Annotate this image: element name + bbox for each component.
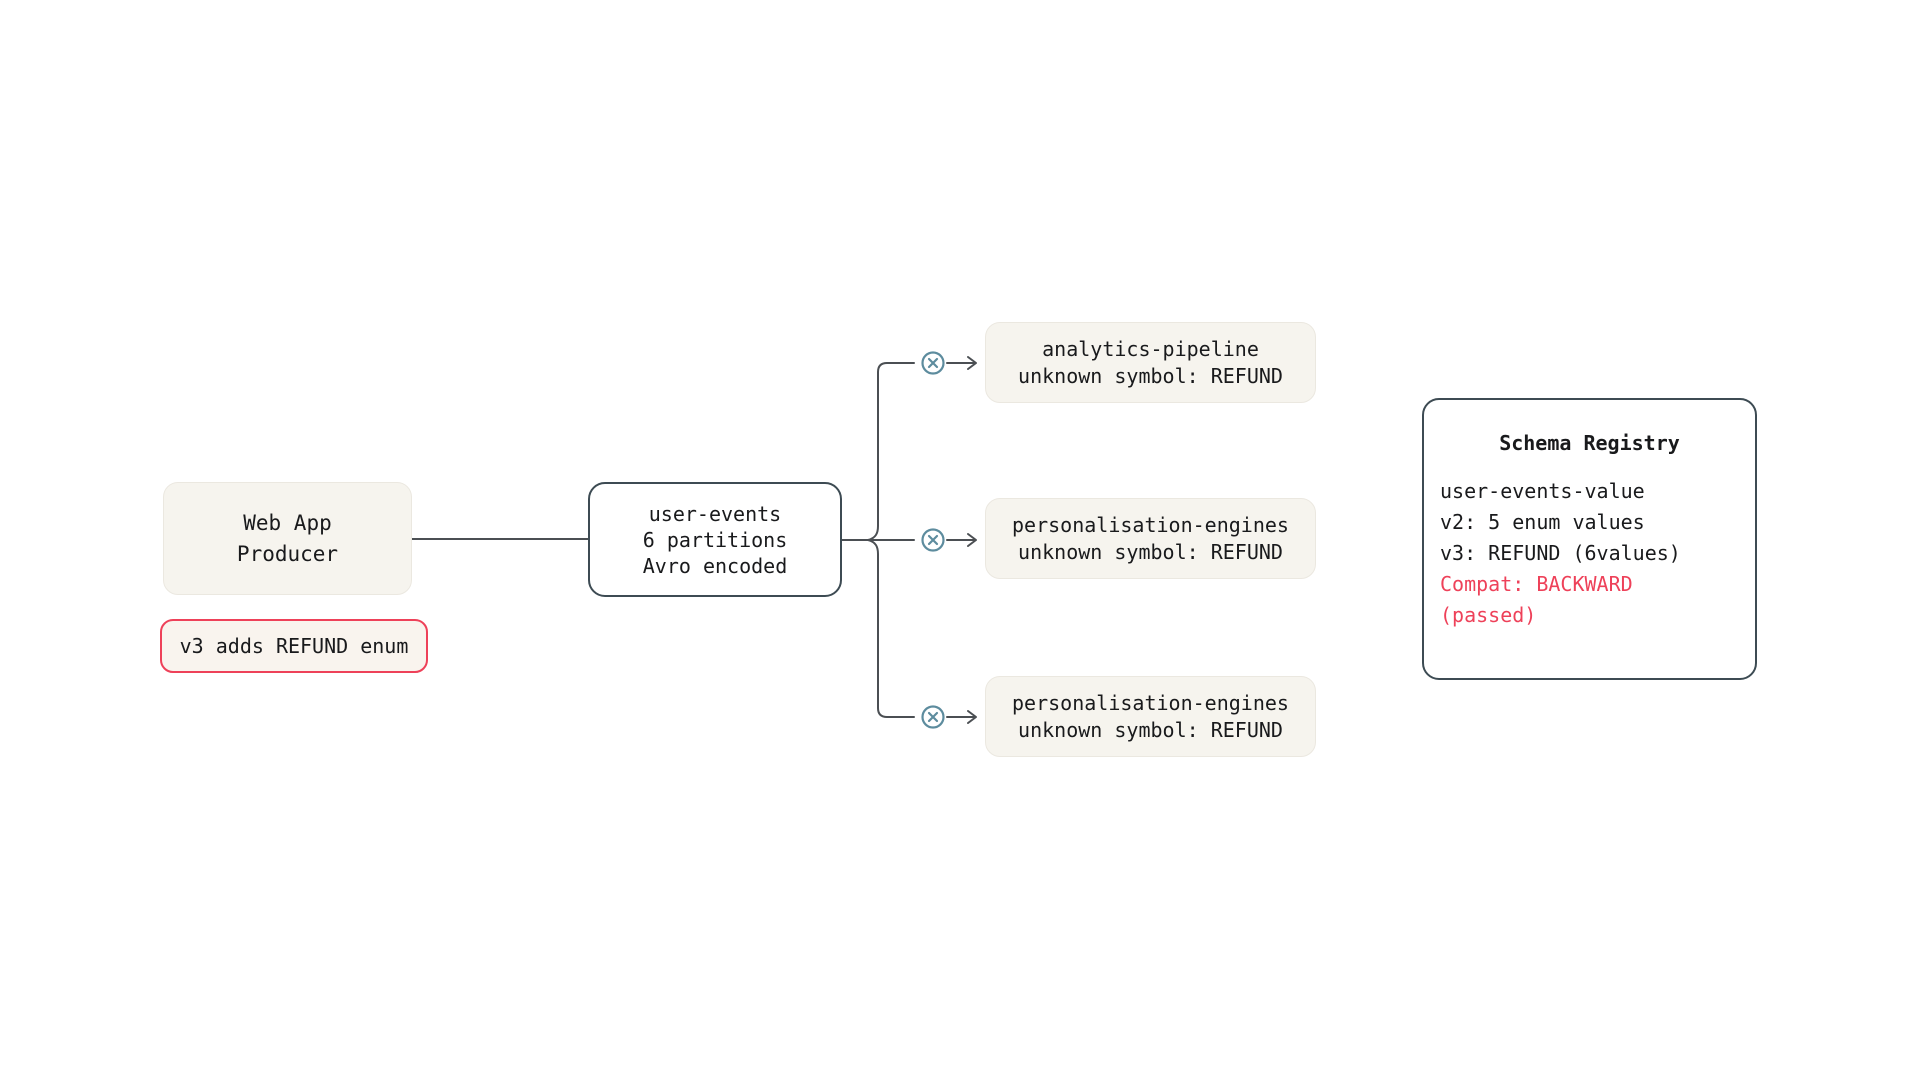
topic-fork-top-line (867, 362, 915, 541)
consumer-node-analytics: analytics-pipeline unknown symbol: REFUN… (985, 322, 1316, 403)
registry-v2: v2: 5 enum values (1440, 510, 1645, 534)
consumer-node-personalisation-1: personalisation-engines unknown symbol: … (985, 498, 1316, 579)
producer-label-line: Producer (236, 541, 339, 566)
error-circle-x-icon (921, 351, 945, 375)
consumer-name: analytics-pipeline (1042, 336, 1259, 361)
arrow-line-personalisation-2 (946, 710, 977, 724)
consumer-error: unknown symbol: REFUND (1018, 539, 1283, 564)
error-circle-x-icon (921, 528, 945, 552)
consumer-error: unknown symbol: REFUND (1018, 717, 1283, 742)
schema-change-note: v3 adds REFUND enum (160, 619, 428, 673)
registry-subject: user-events-value (1440, 479, 1645, 503)
schema-registry-panel: Schema Registry user-events-value v2: 5 … (1422, 398, 1757, 680)
producer-node: Web App Producer (163, 482, 412, 595)
consumer-error: unknown symbol: REFUND (1018, 363, 1283, 388)
registry-compat-status: Compat: BACKWARD (passed) (1440, 572, 1633, 627)
arrow-line-personalisation-1 (946, 533, 977, 547)
topic-fork-bottom-line (867, 539, 915, 718)
error-circle-x-icon (921, 705, 945, 729)
schema-change-note-label: v3 adds REFUND enum (179, 634, 409, 658)
schema-registry-title: Schema Registry (1499, 431, 1680, 455)
consumer-name: personalisation-engines (1012, 512, 1289, 537)
topic-name: user-events (648, 501, 782, 526)
arrow-line-analytics (946, 356, 977, 370)
consumer-node-personalisation-2: personalisation-engines unknown symbol: … (985, 676, 1316, 757)
topic-partitions: 6 partitions (642, 527, 788, 552)
consumer-name: personalisation-engines (1012, 690, 1289, 715)
topic-node: user-events 6 partitions Avro encoded (588, 482, 842, 597)
topic-encoding: Avro encoded (642, 553, 788, 578)
registry-v3: v3: REFUND (6values) (1440, 541, 1681, 565)
producer-label-line: Web App (243, 510, 332, 535)
